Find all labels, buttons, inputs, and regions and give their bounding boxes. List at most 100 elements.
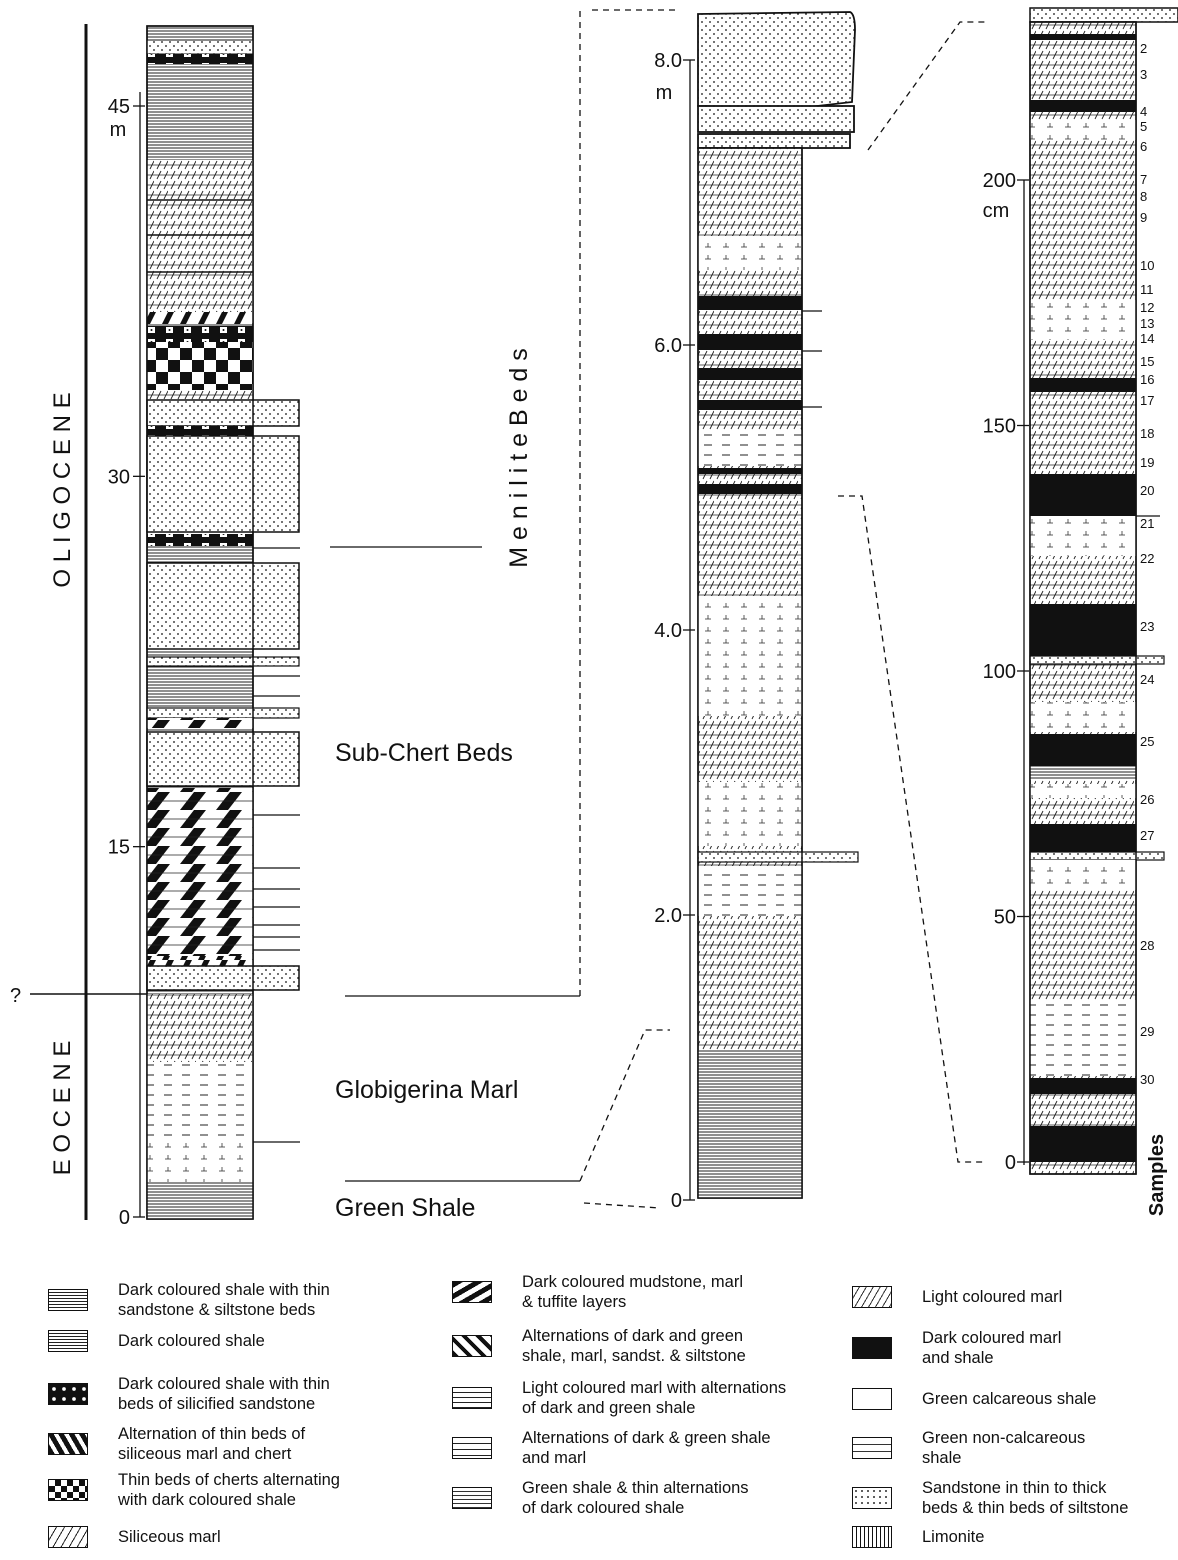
legend-item-dark-shale: Dark coloured shale (48, 1330, 265, 1352)
axis-tick-label: 150 (983, 416, 1016, 438)
unit-menilite-beds: M e n i l i t e B e d s (505, 348, 533, 568)
legend-item-limonite: Limonite (852, 1526, 984, 1548)
legend-label: Alternations of dark & green shale and m… (522, 1429, 771, 1467)
legend-item-mudstone-tuffite: Dark coloured mudstone, marl & tuffite l… (452, 1272, 743, 1312)
axis-tick-label: 50 (994, 907, 1016, 929)
legend-label: Dark coloured marl and shale (922, 1329, 1062, 1367)
sample-number: 16 (1140, 372, 1154, 387)
legend-swatch-sandstone (852, 1487, 892, 1509)
sample-number: 15 (1140, 354, 1154, 369)
legend-item-light-marl: Light coloured marl (852, 1286, 1062, 1308)
sample-number: 28 (1140, 938, 1154, 953)
legend-swatch-green-shale-thin (452, 1487, 492, 1509)
legend-label: Green shale & thin alternations of dark … (522, 1479, 749, 1517)
sample-number: 26 (1140, 792, 1154, 807)
middle-column: 0 2.0 4.0 6.0 8.0 (654, 11, 859, 1212)
legend-swatch-dark-shale-silicified (48, 1383, 88, 1405)
sample-number: 6 (1140, 139, 1147, 154)
axis-tick-label: 0 (671, 1190, 682, 1212)
right-axis-ticks: 0 50 100 150 200 (983, 170, 1029, 1174)
legend-label: Alternation of thin beds of siliceous ma… (118, 1425, 306, 1463)
legend-item-siliceous-marl: Siliceous marl (48, 1526, 221, 1548)
legend-item-dark-marl-shale: Dark coloured marl and shale (852, 1328, 1061, 1368)
axis-tick-label: 8.0 (654, 50, 682, 72)
legend-swatch-mudstone-tuffite (452, 1281, 492, 1303)
legend-swatch-light-marl (852, 1286, 892, 1308)
sample-number: 11 (1140, 282, 1154, 297)
middle-axis-ticks: 0 2.0 4.0 6.0 8.0 (654, 50, 695, 1212)
legend-item-dark-green-alternations: Alternations of dark and green shale, ma… (452, 1326, 746, 1366)
sample-number: 9 (1140, 210, 1147, 225)
legend-label: Light coloured marl with alternations of… (522, 1379, 787, 1417)
axis-tick-label: 6.0 (654, 335, 682, 357)
sample-number: 23 (1140, 619, 1154, 634)
legend-item-green-non-calcareous: Green non-calcareous shale (852, 1428, 1085, 1468)
legend-label: Green non-calcareous shale (922, 1429, 1086, 1467)
boundary-question-mark: ? (10, 985, 21, 1007)
legend-item-dark-shale-silicified: Dark coloured shale with thin beds of si… (48, 1374, 330, 1414)
sample-number: 8 (1140, 189, 1147, 204)
legend-swatch-green-calcareous (852, 1388, 892, 1410)
right-axis-unit: cm (983, 200, 1010, 222)
left-axis-unit: m (110, 119, 127, 141)
legend-label: Dark coloured mudstone, marl & tuffite l… (522, 1273, 744, 1311)
sample-number: 3 (1140, 67, 1147, 82)
unit-globigerina-marl: Globigerina Marl (335, 1076, 518, 1104)
samples-title: Samples (1146, 1134, 1168, 1216)
sample-number: 14 (1140, 331, 1154, 346)
sample-number: 18 (1140, 426, 1154, 441)
sample-number: 10 (1140, 258, 1154, 273)
legend-swatch-dark-shale-sandstone (48, 1289, 88, 1311)
axis-tick-label: 15 (108, 837, 130, 859)
legend-item-dark-shale-sandstone: Dark coloured shale with thin sandstone … (48, 1280, 330, 1320)
legend-swatch-dark-shale (48, 1330, 88, 1352)
legend-label: Limonite (922, 1528, 985, 1546)
legend-swatch-limonite (852, 1526, 892, 1548)
sample-number: 19 (1140, 455, 1154, 470)
epoch-oligocene: O L I G O C E N E (49, 392, 76, 587)
legend-item-green-calcareous: Green calcareous shale (852, 1388, 1096, 1410)
axis-tick-label: 4.0 (654, 620, 682, 642)
sample-number: 24 (1140, 672, 1154, 687)
epoch-eocene: E O C E N E (49, 1041, 76, 1176)
sample-numbers: 2345678910111213141516171819202122232425… (1140, 41, 1154, 1087)
unit-sub-chert-beds: Sub-Chert Beds (335, 739, 513, 767)
legend-label: Siliceous marl (118, 1528, 221, 1546)
legend-label: Thin beds of cherts alternating with dar… (118, 1471, 340, 1509)
legend-label: Dark coloured shale with thin sandstone … (118, 1281, 330, 1319)
legend-item-sandstone: Sandstone in thin to thick beds & thin b… (852, 1478, 1128, 1518)
axis-tick-label: 200 (983, 170, 1016, 192)
legend-swatch-light-marl-alternations (452, 1387, 492, 1409)
unit-green-shale: Green Shale (335, 1194, 475, 1222)
axis-tick-label: 45 (108, 96, 130, 118)
legend-item-green-shale-thin: Green shale & thin alternations of dark … (452, 1478, 749, 1518)
sample-number: 12 (1140, 300, 1154, 315)
axis-tick-label: 100 (983, 661, 1016, 683)
legend-label: Light coloured marl (922, 1288, 1063, 1306)
axis-tick-label: 30 (108, 466, 130, 488)
legend-swatch-siliceous-marl (48, 1526, 88, 1548)
sample-number: 2 (1140, 41, 1147, 56)
legend-swatch-cherts-shale (48, 1479, 88, 1501)
legend-label: Sandstone in thin to thick beds & thin b… (922, 1479, 1129, 1517)
axis-tick-label: 2.0 (654, 905, 682, 927)
legend-swatch-dark-green-shale-marl (452, 1437, 492, 1459)
sample-number: 17 (1140, 393, 1154, 408)
middle-axis-unit: m (656, 82, 673, 104)
sample-number: 7 (1140, 172, 1147, 187)
legend-label: Dark coloured shale with thin beds of si… (118, 1375, 330, 1413)
sample-number: 5 (1140, 119, 1147, 134)
sample-number: 27 (1140, 828, 1154, 843)
sample-number: 13 (1140, 316, 1154, 331)
axis-tick-label: 0 (1005, 1152, 1016, 1174)
legend-item-dark-green-shale-marl: Alternations of dark & green shale and m… (452, 1428, 771, 1468)
sample-number: 4 (1140, 104, 1147, 119)
sample-number: 20 (1140, 483, 1154, 498)
legend-label: Dark coloured shale (118, 1332, 265, 1350)
legend-swatch-siliceous-marl-chert (48, 1433, 88, 1455)
legend-swatch-green-non-calcareous (852, 1437, 892, 1459)
